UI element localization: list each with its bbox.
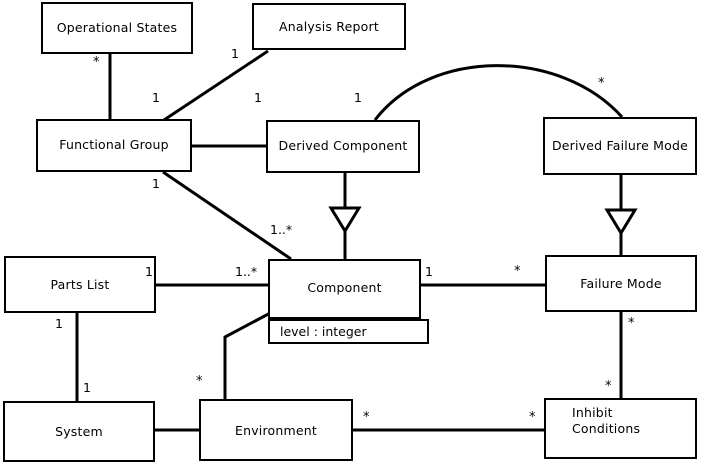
class-system-label: System: [55, 424, 103, 439]
mult-opstates-functionalgroup: *: [93, 55, 100, 70]
class-inhibit-conditions[interactable]: Inhibit Conditions: [544, 398, 697, 459]
generalization-arrowhead-component: [328, 206, 362, 234]
class-failure-mode[interactable]: Failure Mode: [545, 255, 697, 312]
mult-derivedcomponent-arc: 1: [354, 90, 362, 105]
class-analysis-report[interactable]: Analysis Report: [252, 3, 406, 50]
mult-component-failuremode-left: 1: [425, 264, 433, 279]
edge-functionalgroup-component: [162, 170, 292, 261]
edge-derivedcomponent-derivedfailuremode-arc: [373, 64, 624, 121]
mult-functionalgroup-component: 1: [152, 176, 160, 191]
mult-environment-component: *: [196, 374, 203, 389]
class-parts-list[interactable]: Parts List: [4, 256, 156, 313]
mult-partslist-system: 1: [55, 316, 63, 331]
class-derived-failure-mode[interactable]: Derived Failure Mode: [543, 117, 697, 175]
mult-partslist-component-left: 1: [145, 264, 153, 279]
mult-derivedfailuremode-arc: *: [598, 76, 605, 91]
class-inhibit-conditions-label-line2: Conditions: [572, 421, 641, 436]
class-functional-group[interactable]: Functional Group: [36, 119, 192, 172]
class-component-attributes[interactable]: level : integer: [268, 319, 429, 344]
class-analysis-report-label: Analysis Report: [279, 19, 379, 34]
class-functional-group-label: Functional Group: [59, 137, 169, 152]
mult-inhibit-failuremode-bottom: *: [605, 379, 612, 394]
class-derived-component-label: Derived Component: [278, 138, 408, 153]
class-environment[interactable]: Environment: [199, 399, 353, 461]
class-system[interactable]: System: [3, 401, 155, 462]
class-derived-component[interactable]: Derived Component: [266, 120, 420, 173]
mult-component-functionalgroup: 1..*: [270, 222, 293, 237]
mult-inhibit-environment: *: [529, 410, 536, 425]
class-component-attribute-level: level : integer: [280, 324, 367, 339]
mult-failuremode-component: *: [514, 264, 521, 279]
mult-environment-inhibit: *: [363, 410, 370, 425]
class-operational-states[interactable]: Operational States: [41, 2, 193, 54]
generalization-arrowhead-failuremode: [604, 208, 638, 236]
edge-functionalgroup-analysisreport: [163, 49, 269, 122]
class-inhibit-conditions-label-line1: Inhibit: [572, 405, 613, 420]
class-component-label: Component: [307, 280, 382, 295]
class-parts-list-label: Parts List: [50, 277, 110, 292]
class-derived-failure-mode-label: Derived Failure Mode: [551, 138, 689, 153]
class-failure-mode-label: Failure Mode: [580, 276, 662, 291]
class-environment-label: Environment: [234, 423, 318, 438]
mult-failuremode-inhibit-top: *: [628, 316, 635, 331]
mult-functionalgroup-derivedcomponent: 1: [254, 90, 262, 105]
mult-analysisreport-end: 1: [231, 46, 239, 61]
class-component[interactable]: Component: [268, 259, 421, 319]
mult-system-partslist: 1: [83, 380, 91, 395]
mult-functionalgroup-analysisreport: 1: [152, 90, 160, 105]
class-operational-states-label: Operational States: [56, 20, 178, 35]
mult-partslist-component-right: 1..*: [235, 264, 258, 279]
